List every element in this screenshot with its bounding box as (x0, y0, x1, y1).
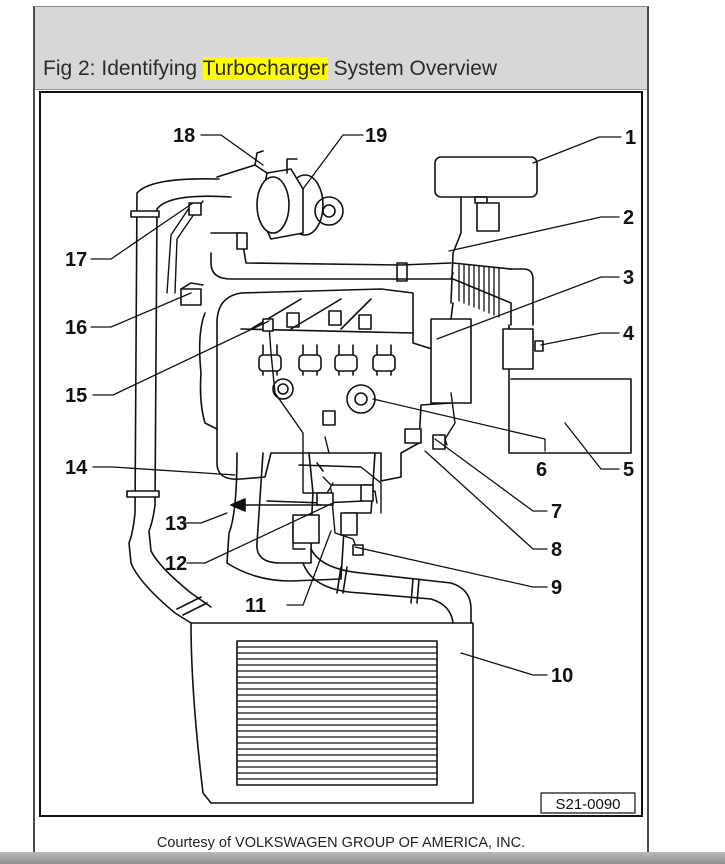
label-2: 2 (623, 207, 634, 229)
caption-bar: Fig 2: Identifying Turbocharger System O… (35, 7, 647, 90)
label-18: 18 (173, 125, 195, 147)
figure-caption: Fig 2: Identifying Turbocharger System O… (43, 57, 497, 81)
label-17: 17 (65, 249, 87, 271)
callout-labels: 1 2 3 4 5 6 7 8 9 10 11 12 13 14 15 16 1… (65, 125, 636, 687)
label-5: 5 (623, 459, 634, 481)
part-intake-pipe (210, 232, 512, 326)
label-10: 10 (551, 665, 573, 687)
label-8: 8 (551, 539, 562, 561)
part-1-reservoir (434, 156, 538, 304)
figure-panel: Fig 2: Identifying Turbocharger System O… (33, 6, 649, 864)
label-6: 6 (536, 459, 547, 481)
caption-prefix: Fig 2: Identifying (43, 57, 203, 80)
diagram-frame: 1 2 3 4 5 6 7 8 9 10 11 12 13 14 15 16 1… (39, 91, 643, 817)
label-1: 1 (625, 127, 636, 149)
label-3: 3 (623, 267, 634, 289)
label-19: 19 (365, 125, 387, 147)
label-7: 7 (551, 501, 562, 523)
leader-lines (90, 134, 622, 676)
label-13: 13 (165, 513, 187, 535)
part-charge-pipe-left (126, 177, 232, 624)
caption-highlight: Turbocharger (202, 57, 328, 80)
part-engine-block (198, 288, 472, 482)
part-13-arrow (230, 498, 322, 512)
label-15: 15 (65, 385, 87, 407)
turbo-system-diagram: 1 2 3 4 5 6 7 8 9 10 11 12 13 14 15 16 1… (65, 125, 636, 814)
part-19-turbocharger (216, 150, 344, 240)
label-16: 16 (65, 317, 87, 339)
part-charge-pipe-right (302, 548, 472, 624)
part-10-intercooler (190, 622, 474, 804)
figure-code: S21-0090 (555, 796, 620, 813)
courtesy-credit: Courtesy of VOLKSWAGEN GROUP OF AMERICA,… (156, 835, 526, 851)
figure-code-box: S21-0090 (540, 792, 636, 814)
label-9: 9 (551, 577, 562, 599)
part-5-air-filter-housing (502, 268, 632, 454)
label-12: 12 (165, 553, 187, 575)
caption-suffix: System Overview (327, 57, 498, 80)
label-11: 11 (245, 595, 266, 617)
label-4: 4 (623, 323, 635, 345)
label-14: 14 (65, 457, 88, 479)
bottom-scroll-strip (0, 852, 725, 864)
part-corrugated-hose (458, 264, 500, 318)
